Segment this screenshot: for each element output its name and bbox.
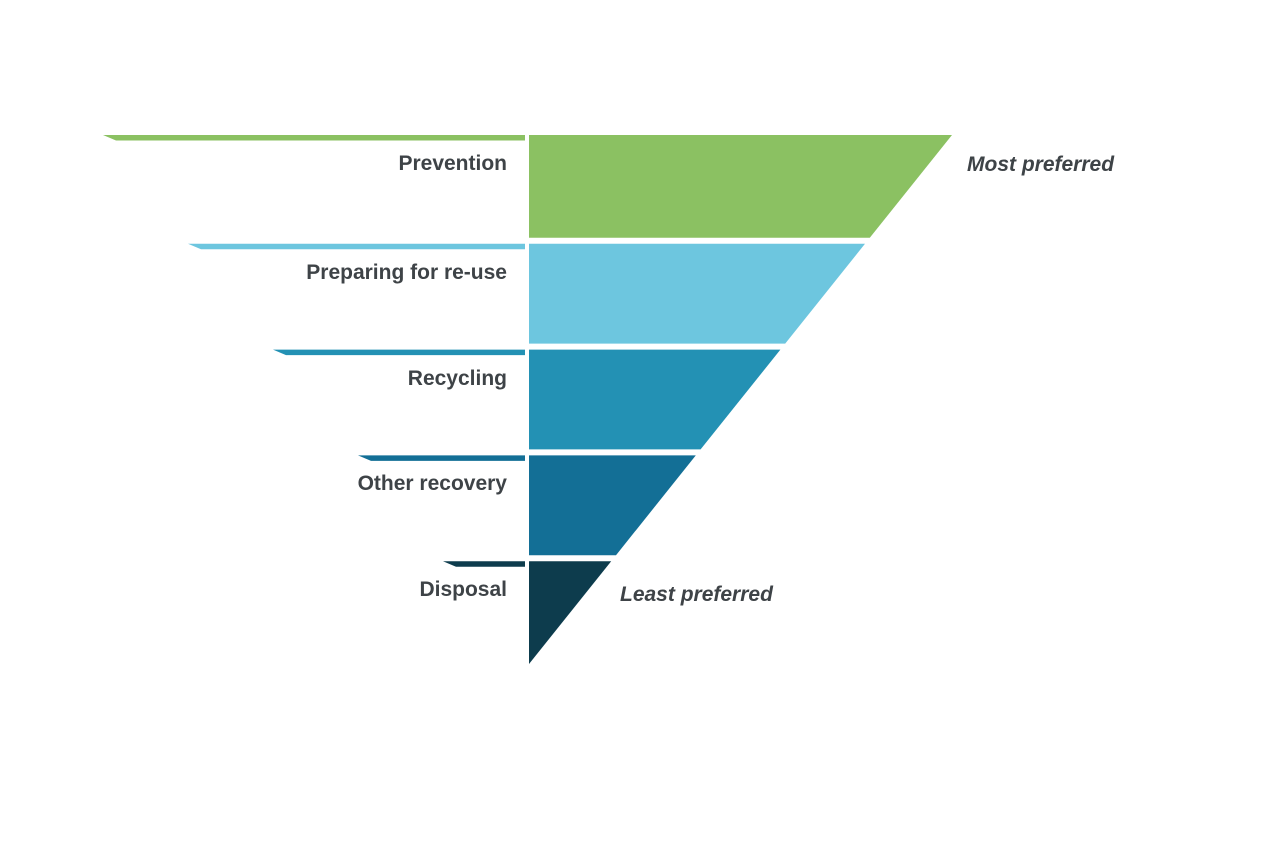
tick-line-prevention: [103, 135, 525, 141]
tick-line-preparing-for-re-use: [188, 243, 525, 250]
tick-line-disposal: [443, 561, 525, 567]
level-label-recycling: Recycling: [407, 366, 507, 390]
level-label-prevention: Prevention: [398, 152, 507, 175]
level-label-disposal: Disposal: [419, 578, 507, 602]
annotation-most-preferred: Most preferred: [967, 153, 1115, 176]
funnel-band-disposal: [529, 561, 612, 664]
funnel-band-recycling: [529, 349, 781, 450]
tick-line-other-recovery: [358, 455, 525, 461]
level-label-other-recovery: Other recovery: [357, 472, 507, 496]
funnel-band-prevention: [529, 135, 952, 238]
annotation-least-preferred: Least preferred: [620, 583, 773, 606]
tick-line-recycling: [273, 349, 525, 356]
funnel-band-preparing-for-re-use: [529, 243, 865, 344]
funnel-band-other-recovery: [529, 455, 696, 556]
level-label-preparing-for-re-use: Preparing for re-use: [306, 260, 507, 284]
